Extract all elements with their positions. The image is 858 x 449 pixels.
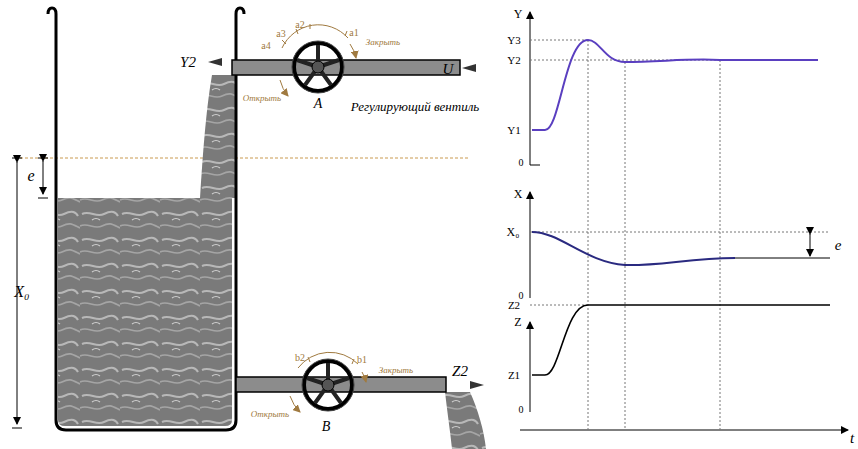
direction-label: Открыть: [251, 410, 289, 419]
position-mark: a1: [349, 28, 358, 38]
flow-label: U: [443, 62, 454, 77]
dimension-label: X₀: [14, 284, 29, 300]
position-mark: a4: [261, 41, 270, 51]
position-mark: b2: [295, 353, 305, 363]
flow-label: Z2: [452, 364, 468, 379]
axis-value: Y3: [507, 35, 520, 46]
position-mark: a3: [276, 29, 285, 39]
axis-label: t: [850, 431, 854, 446]
axis-zero: 0: [519, 405, 524, 415]
axis-value: Y1: [507, 125, 520, 136]
axis-value: Z2: [508, 300, 520, 311]
axis-zero: 0: [519, 158, 524, 168]
position-mark: b1: [357, 355, 367, 365]
position-mark: a2: [295, 20, 304, 30]
dimension-label: e: [27, 168, 34, 184]
axis-label: Y: [514, 8, 523, 20]
axis-value: Y2: [507, 55, 520, 66]
valve-label: B: [322, 420, 331, 434]
valve-label: A: [314, 97, 323, 111]
flow-label: Y2: [180, 55, 196, 70]
axis-label: X: [514, 188, 523, 200]
axis-value: X₀: [507, 226, 520, 238]
direction-label: Закрыть: [379, 366, 413, 375]
axis-label: Z: [514, 316, 521, 328]
dimension-label: e: [835, 238, 842, 253]
direction-label: Закрыть: [366, 38, 400, 47]
axis-value: Z1: [508, 370, 520, 381]
direction-label: Открыть: [243, 94, 281, 103]
valve-caption: Регулирующий вентиль: [351, 100, 480, 113]
